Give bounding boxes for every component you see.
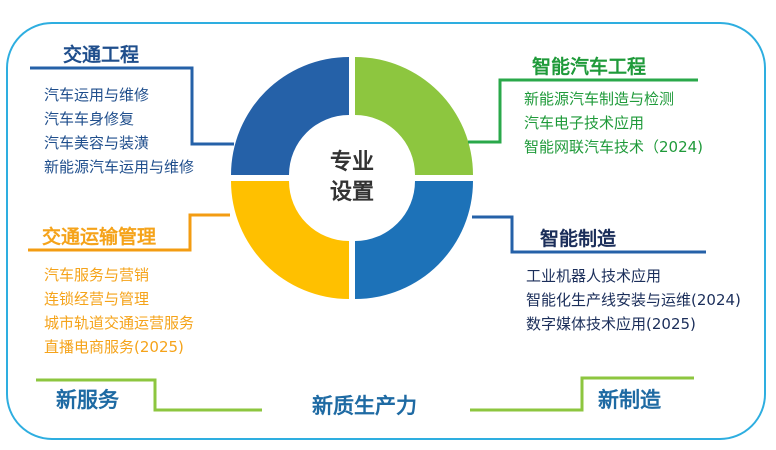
group-title-smart-auto-engineering: 智能汽车工程	[532, 56, 647, 78]
keyword-new-manufacturing: 新制造	[598, 388, 661, 412]
leader-line-top-left	[30, 66, 234, 146]
leader-line-new-manufacturing	[470, 376, 694, 412]
ring-quadrant-bottom-right	[355, 181, 473, 299]
ring-quadrant-top-left	[231, 57, 349, 175]
leader-line-bottom-left	[28, 213, 230, 252]
list-item: 城市轨道交通运营服务	[44, 314, 195, 332]
list-item: 汽车车身修复	[44, 110, 135, 128]
list-item: 连锁经营与管理	[44, 290, 150, 308]
list-item: 新能源汽车运用与维修	[44, 158, 195, 176]
list-item: 智能化生产线安装与运维(2024)	[526, 291, 741, 309]
rounded-frame	[6, 22, 766, 440]
group-title-traffic-engineering: 交通工程	[63, 44, 140, 66]
leader-line-top-right	[468, 78, 698, 144]
center-label-line2: 设置	[329, 180, 374, 205]
keyword-new-service: 新服务	[56, 388, 119, 412]
group-list-traffic-engineering: 汽车运用与维修 汽车车身修复 汽车美容与装潢 新能源汽车运用与维修	[44, 83, 194, 179]
list-item: 直播电商服务(2025)	[44, 338, 184, 356]
leader-line-new-service	[36, 378, 262, 412]
list-item: 数字媒体技术应用(2025)	[526, 315, 696, 333]
list-item: 工业机器人技术应用	[526, 267, 662, 285]
center-circle	[296, 122, 408, 234]
group-list-smart-auto-engineering: 新能源汽车制造与检测 汽车电子技术应用 智能网联汽车技术（2024)	[524, 87, 703, 159]
leader-line-bottom-right	[472, 215, 706, 254]
keyword-new-quality-productivity: 新质生产力	[312, 394, 417, 418]
ring-quadrant-bottom-left	[231, 181, 349, 299]
group-title-transport-management: 交通运输管理	[42, 226, 157, 248]
group-list-transport-management: 汽车服务与营销 连锁经营与管理 城市轨道交通运营服务 直播电商服务(2025)	[44, 263, 194, 359]
ring-quadrant-top-right	[355, 57, 473, 175]
center-label-line1: 专业	[329, 150, 374, 175]
list-item: 智能网联汽车技术（2024)	[524, 138, 704, 156]
list-item: 汽车美容与装潢	[44, 134, 150, 152]
center-label: 专业 设置	[320, 148, 384, 208]
list-item: 汽车运用与维修	[44, 86, 150, 104]
group-list-smart-manufacturing: 工业机器人技术应用 智能化生产线安装与运维(2024) 数字媒体技术应用(202…	[526, 264, 741, 336]
list-item: 汽车服务与营销	[44, 266, 150, 284]
list-item: 新能源汽车制造与检测	[524, 90, 675, 108]
list-item: 汽车电子技术应用	[524, 114, 645, 132]
group-title-smart-manufacturing: 智能制造	[540, 228, 617, 250]
